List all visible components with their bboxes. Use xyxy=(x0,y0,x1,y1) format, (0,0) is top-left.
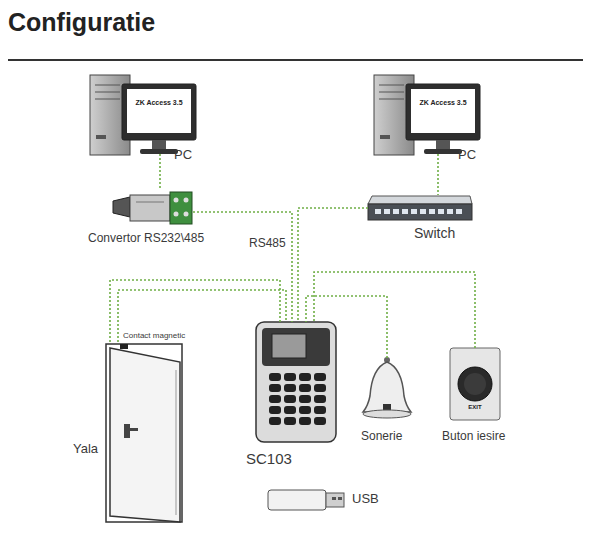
dotted-wire xyxy=(193,212,292,322)
exit-button-icon xyxy=(450,348,500,420)
switch-icon xyxy=(368,196,472,220)
pc: ZK Access 3.5PC xyxy=(372,72,482,154)
pc-icon xyxy=(90,75,196,155)
access-reader: SC103 xyxy=(256,322,336,442)
dotted-wire xyxy=(306,296,387,358)
bus-label: RS485 xyxy=(248,236,287,250)
dotted-wire xyxy=(298,208,368,322)
dotted-wire xyxy=(314,272,475,348)
device-label: PC xyxy=(174,148,192,163)
title-rule xyxy=(8,59,583,61)
usb-stick: USB xyxy=(268,489,346,511)
page-title: Configuratie xyxy=(8,8,155,37)
device-label: USB xyxy=(352,492,379,507)
door-lock: Contact magneticYala xyxy=(105,342,187,522)
device-label: Convertor RS232\485 xyxy=(88,232,204,246)
dotted-wire xyxy=(159,154,161,188)
device-label: Buton iesire xyxy=(442,430,505,444)
dotted-wire xyxy=(437,154,439,195)
pc: ZK Access 3.5PC xyxy=(88,72,198,154)
converter-icon xyxy=(113,192,192,224)
usb-icon xyxy=(268,490,344,510)
switch: Switch xyxy=(368,195,472,221)
pc-icon xyxy=(374,75,480,155)
device-label: Contact magnetic xyxy=(123,331,185,340)
device-label: Switch xyxy=(414,225,455,241)
door-icon xyxy=(106,344,182,522)
screen-text: ZK Access 3.5 xyxy=(411,99,475,107)
bell-icon xyxy=(363,357,411,418)
dotted-wire xyxy=(118,290,286,342)
device-label: SC103 xyxy=(246,450,292,467)
bell: Sonerie xyxy=(363,358,411,422)
converter: Convertor RS232\485 xyxy=(113,188,193,226)
device-label: Sonerie xyxy=(361,430,402,444)
exit-button: EXITButon iesire xyxy=(450,348,500,420)
screen-text: EXIT xyxy=(450,404,500,411)
device-label: Yala xyxy=(73,442,98,457)
screen-text: ZK Access 3.5 xyxy=(127,99,191,107)
reader-icon xyxy=(256,322,336,442)
device-label: PC xyxy=(458,148,476,163)
